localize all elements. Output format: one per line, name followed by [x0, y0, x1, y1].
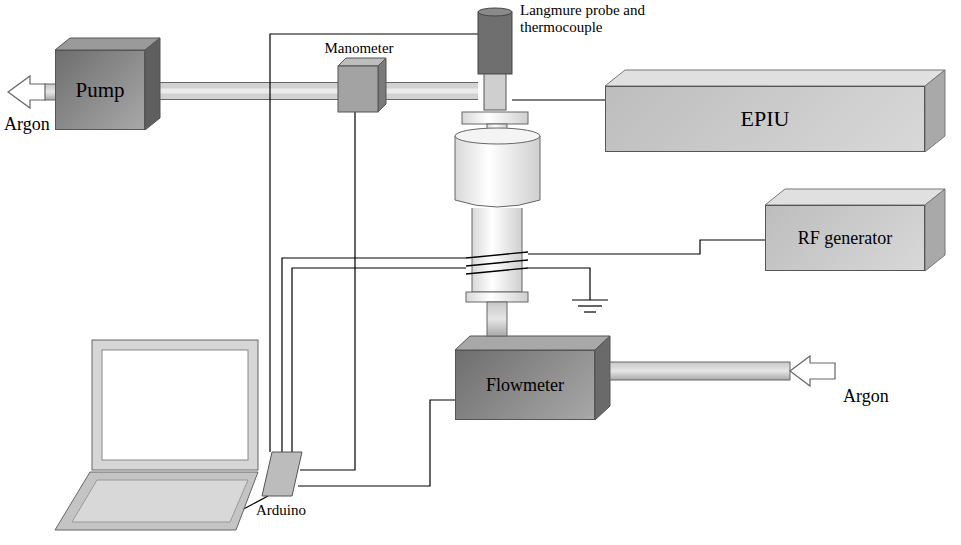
box-side-face [378, 58, 386, 112]
wire-line [270, 34, 478, 452]
pipe-shine [145, 89, 338, 94]
pipe-wall [378, 82, 478, 100]
board-outline [262, 452, 302, 496]
box-side-face [145, 38, 160, 130]
arduino-board: Arduino [262, 452, 302, 496]
box-label: Pump [75, 78, 124, 103]
signal-wire [298, 400, 455, 486]
box-top-face [765, 189, 945, 205]
probe-stem [484, 74, 506, 110]
flange [466, 292, 528, 302]
part-label: Langmure probe and thermocouple [520, 2, 695, 37]
wire-line [300, 112, 355, 470]
gas-arrow [790, 356, 835, 386]
gas-arrow [8, 76, 45, 108]
gas-label: Argon [843, 386, 889, 407]
probe-cap [478, 8, 512, 16]
stem [487, 302, 507, 336]
box-label: RF generator [798, 228, 892, 249]
wire [238, 240, 765, 512]
part-label: Manometer [304, 40, 414, 57]
signal-wire [512, 100, 605, 101]
rf-coil [466, 252, 528, 274]
gas-pipe [145, 91, 338, 92]
pipe-core [145, 83, 338, 99]
laptop-illustration [55, 340, 258, 530]
box-side-face [595, 336, 610, 420]
ground-symbol [572, 300, 608, 312]
epiu-box: EPIU [605, 86, 925, 152]
box-side-face [925, 70, 945, 152]
probe-cylinder: Langmure probe and thermocouple [478, 8, 512, 110]
chamber-top [455, 128, 540, 144]
box-top-face [55, 38, 160, 50]
box-label: EPIU [741, 106, 790, 132]
inlet-pipe [610, 362, 790, 380]
gas-pipe [378, 91, 478, 92]
box-top-face [455, 336, 610, 350]
discharge-tube [472, 208, 522, 292]
pump-box: Pump [55, 50, 145, 130]
rf-generator-box: RF generator [765, 205, 925, 271]
probe-body [478, 12, 512, 74]
wire-line [512, 99, 605, 100]
wire-line [298, 400, 455, 486]
signal-wire [300, 112, 355, 470]
signal-wire [270, 34, 478, 452]
chamber [455, 136, 540, 207]
shape-outline [338, 66, 378, 112]
flange [462, 112, 528, 124]
manometer-front [338, 66, 378, 112]
box-side-face [925, 189, 945, 271]
flowmeter-box: Flowmeter [455, 350, 595, 420]
box-label: Flowmeter [486, 375, 564, 396]
gas-label: Argon [4, 114, 50, 135]
manometer-box: Manometer [338, 66, 378, 112]
shape-outline [478, 8, 512, 110]
pipe-wall [145, 82, 338, 100]
part-label: Arduino [238, 502, 324, 519]
shape-outline [262, 452, 302, 496]
pipe-core [378, 83, 478, 99]
pipe-shine [378, 89, 478, 94]
box-top-face [605, 70, 945, 86]
